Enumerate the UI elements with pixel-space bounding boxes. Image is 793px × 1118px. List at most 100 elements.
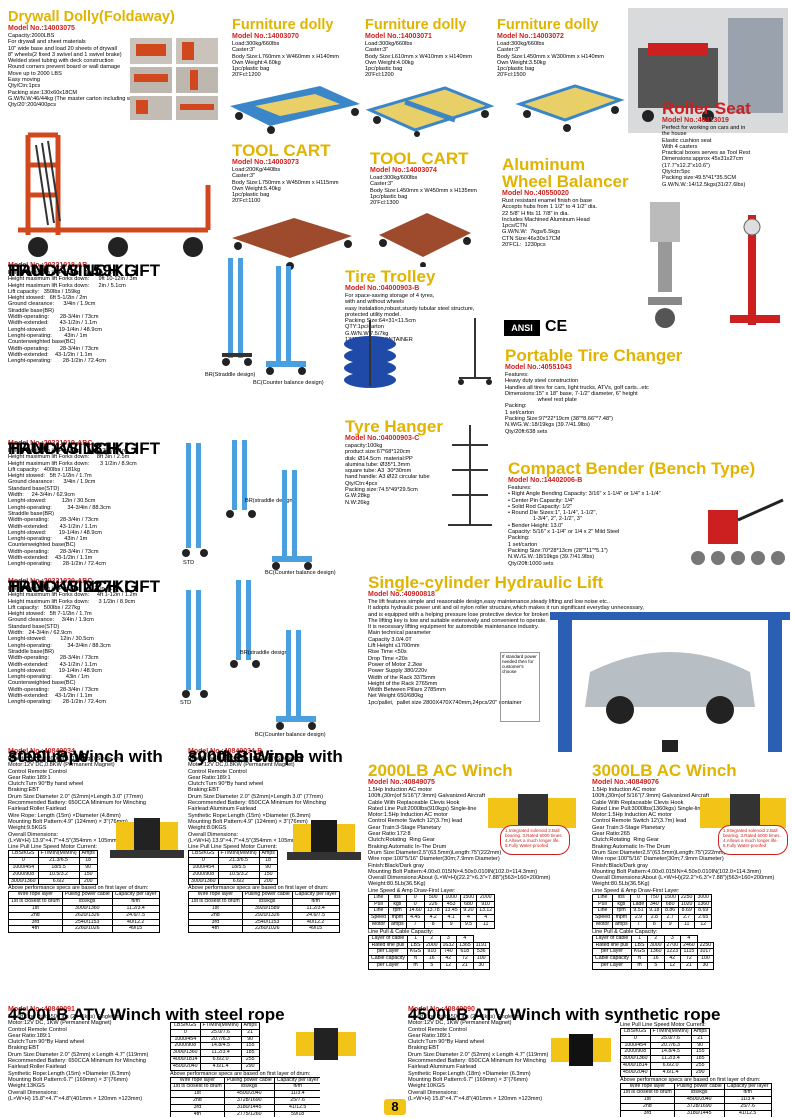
w3000s-title2: steel rope (8, 748, 89, 765)
spec-line: Perfect for working on cars and in (662, 125, 746, 131)
spec-line: Rust resistant enamel finish on base (502, 198, 593, 204)
spec-line: 1pc/plastic bag (370, 193, 408, 200)
table-cell: 2260/1026 (61, 925, 113, 934)
table-cell: 3000/1360 (188, 877, 219, 886)
table-cell: Layer of cable (592, 934, 633, 943)
hydraulic-box-text: If standard power needed then for custom… (502, 654, 537, 674)
hw181-truck-bc-image (272, 470, 312, 570)
table-cell: 5 (423, 961, 441, 970)
spec-line: Height maximum lift Forks down: 2in / 5.… (8, 282, 126, 289)
spec-line: Width-operating: 28-3/4in / 73cm (8, 655, 99, 662)
drywall-model: Model No.:14003075 (8, 25, 75, 32)
tc2-title: TOOL CART (370, 150, 469, 168)
table-cell: 21 (456, 961, 474, 970)
spec-line: Width-operating: 28-3/4in / 73cm (8, 314, 99, 321)
spec-line: Height maximum lift Forks up: 11ft 8in /… (8, 270, 121, 276)
tyre-hanger-section: Tyre Hanger Model No.:04000903-C capacit… (345, 418, 460, 528)
spec-line: CTN Size:46x30x17CM (502, 235, 561, 242)
fd2-model: Model No.:14003071 (365, 33, 432, 40)
spec-line: Height maximum lift Forks down: 9ft 10-1… (8, 276, 138, 283)
spec-line: Elastic cushion seat (662, 137, 712, 144)
spec-line: Load:300kg/660lbs (232, 41, 280, 47)
spec-line: Width-operating: 28-3/4in / 73cm (8, 517, 99, 524)
atv-winch-synthetic-section: 4500LB ATV Winch with synthetic rope Mod… (408, 1006, 793, 1118)
drywall-thumbnails-image (130, 38, 218, 120)
atv1-specs: Rated Line Pull:4500 lbs (2041kgs) Singl… (8, 1014, 388, 1102)
spec-line: Caster:3" (370, 181, 394, 188)
spec-line: Ground clearance: 3/4in / 1.9cm (8, 301, 96, 308)
spec-line: Height maximum lift Forks down: 8ft 3in … (8, 454, 130, 461)
spec-line: Drum Size:Diameter2.5"(63.5mm)Length:75"… (368, 849, 502, 856)
hw227-title1: HAND WINCH LIFT (8, 578, 161, 595)
spec-line: Packing Size:97*22*19cm (38"*8.66"*7.48"… (505, 416, 613, 423)
tire-trolley-stand-image (458, 318, 492, 385)
tyre-hanger-image (448, 425, 492, 526)
table-cell: 4th (170, 1110, 225, 1117)
hw159-model: Model No.:20321018-AB (8, 262, 88, 269)
atv-winch-steel-section: 4500LB ATV Winch with steel rope Model N… (8, 1006, 388, 1118)
spec-line: Load:300kg/660lbs (365, 41, 413, 47)
spec-line: Load:300kg/600lbs (370, 175, 418, 181)
spec-line: Body Size:L450mm x W450mm x H135mm (370, 187, 477, 194)
spec-line: Braking:EBT (8, 787, 40, 794)
spec-line: Body Size:L450mm x W300mm x H140mm (497, 53, 604, 60)
spec-line: N.W/G.W.:18/19kgs (39.7/41.9lbs) (505, 422, 590, 429)
hw159-cap-br: BR(Straddle design) (205, 372, 256, 378)
hw227-specs: Height maximum lift Forks up: 6ft 11in /… (8, 586, 233, 706)
ansi-badge: ANSI (504, 320, 540, 336)
tirechanger-model: Model No.:40551043 (505, 364, 572, 371)
hand-winch-159-section: HAND WINCH LIFT TRUCKS 159KG Model No.:2… (8, 262, 233, 437)
spec-line: Lenght-stowed: 12in / 30.5cm (8, 498, 96, 505)
spec-line: Control Remote Control (408, 1026, 467, 1033)
table-cell: amps (612, 920, 631, 929)
spec-line: Features: (505, 372, 529, 378)
table-cell: 49/15 (111, 925, 160, 934)
spec-line: Wire rope:100"5/16" Diameter(30m;7.9mm D… (368, 856, 500, 863)
spec-line: Straddle base(BR) (8, 510, 55, 517)
atv2-t1-title: Line Pull Line Speed Motor Current: (620, 1022, 706, 1028)
hydraulic-lift-image (550, 612, 790, 752)
spec-line: Weight:10KGS (408, 1083, 445, 1090)
table-cell: 4.6/1.4 (199, 1062, 242, 1071)
spec-line: product size:67*68*120cm (345, 449, 411, 456)
spec-line: 1pc/pallet, pallet size 2800X470X740mm,2… (368, 699, 522, 706)
spec-line: Motor:12V DC,0.8KW (Permanent Magnet) (8, 762, 115, 769)
spec-line: Finish:Black/Dark gray (592, 862, 648, 869)
spec-line: Fairlead:Aluminum Fairlead (408, 1064, 477, 1071)
spec-line: Caster:3" (497, 47, 521, 54)
spec-line: Qty/ctn:5pc (662, 169, 691, 176)
table-cell: 2 (423, 934, 441, 943)
spec-line: the house (662, 131, 687, 138)
spec-line: Braking:EBT (408, 1045, 440, 1052)
spec-line: For space-saving storage of 4 tyres, (345, 293, 435, 299)
table-cell: 3 (663, 934, 682, 943)
table-cell: 3000/1360 (8, 877, 39, 886)
table-cell: 30 (696, 961, 715, 970)
spec-line: • Right Angle Bending Capacity: 3/16" x … (508, 491, 661, 498)
spec-line: Net Weight 650/680kg (368, 693, 424, 700)
spec-line: Clutch:Turn 90°By hand wheel (188, 781, 264, 788)
roller-seat-section: Roller Seat Model No.:40413019 Perfect f… (662, 100, 792, 200)
spec-line: Weight:9.5KGS (8, 825, 47, 832)
hydraulic-model: Model No.:40900818 (368, 591, 435, 598)
spec-line: Cable With Replaceable Clevis Hook (368, 799, 460, 806)
spec-line: Lenght-operating: 28-1/2in / 72.4cm (8, 561, 106, 568)
spec-line: 20'Fcl:1500 (497, 72, 526, 79)
spec-line: Width: 24-3/4in / 62.9cm (8, 630, 72, 637)
table-cell: 4 (456, 934, 474, 943)
spec-line: Packing: (505, 403, 527, 410)
ac2-title: 3000LB AC Winch (592, 762, 737, 780)
